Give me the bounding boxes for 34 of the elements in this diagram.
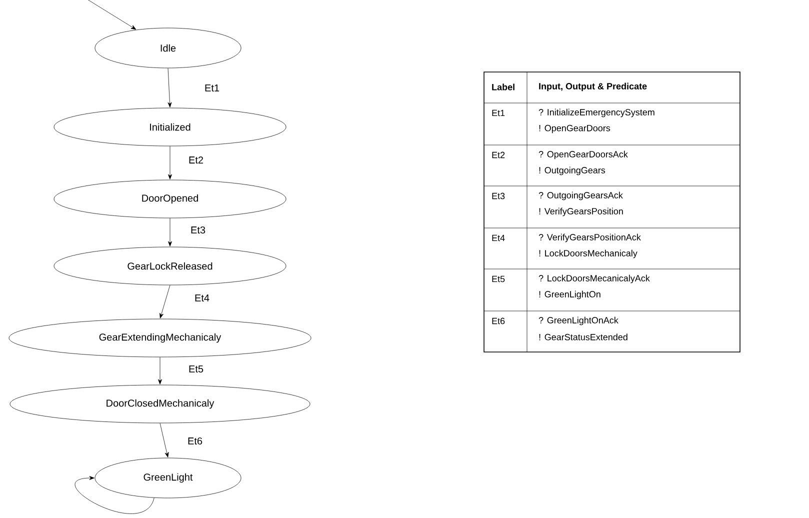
edge-label: Et6 [188, 437, 202, 445]
transition-label: Et2 [492, 152, 505, 158]
column-header: Label [492, 84, 514, 90]
arrow [160, 423, 169, 458]
edge-label: Et1 [205, 84, 220, 92]
output-action: ! GearStatusExtended [539, 334, 628, 340]
input-event: ? LockDoorsMecanicalyAck [538, 274, 650, 284]
arrow [158, 357, 162, 384]
arrow [168, 218, 172, 246]
transition-label: Et5 [492, 276, 505, 282]
edge-label: Et2 [189, 156, 204, 164]
edge-label: Et3 [191, 226, 206, 234]
output-action: ! OutgoingGears [539, 166, 606, 176]
arrow [75, 476, 154, 514]
output-action: ! GreenLightOn [539, 290, 600, 300]
output-action: ! LockDoorsMechanicaly [539, 250, 638, 258]
arrow [86, 0, 136, 30]
transition-label: Et4 [492, 234, 505, 242]
arrow [168, 146, 172, 180]
column-header: Input, Output & Predicate [539, 82, 647, 92]
arrow [168, 68, 172, 108]
arrow [160, 285, 170, 318]
output-action: ! VerifyGearsPosition [539, 208, 623, 216]
transition-label: Et1 [492, 110, 505, 116]
input-event: ? VerifyGearsPositionAck [538, 234, 641, 242]
input-event: ? OpenGearDoorsAck [538, 150, 628, 160]
transition-label: Et6 [492, 318, 505, 324]
input-event: ? OutgoingGearsAck [538, 192, 623, 200]
edge-label: Et4 [195, 294, 210, 302]
input-event: ? InitializeEmergencySystem [538, 108, 654, 118]
edge-label: Et5 [189, 366, 204, 372]
transition-label: Et3 [492, 192, 505, 200]
input-event: ? GreenLightOnAck [538, 316, 618, 326]
output-action: ! OpenGearDoors [539, 124, 610, 134]
